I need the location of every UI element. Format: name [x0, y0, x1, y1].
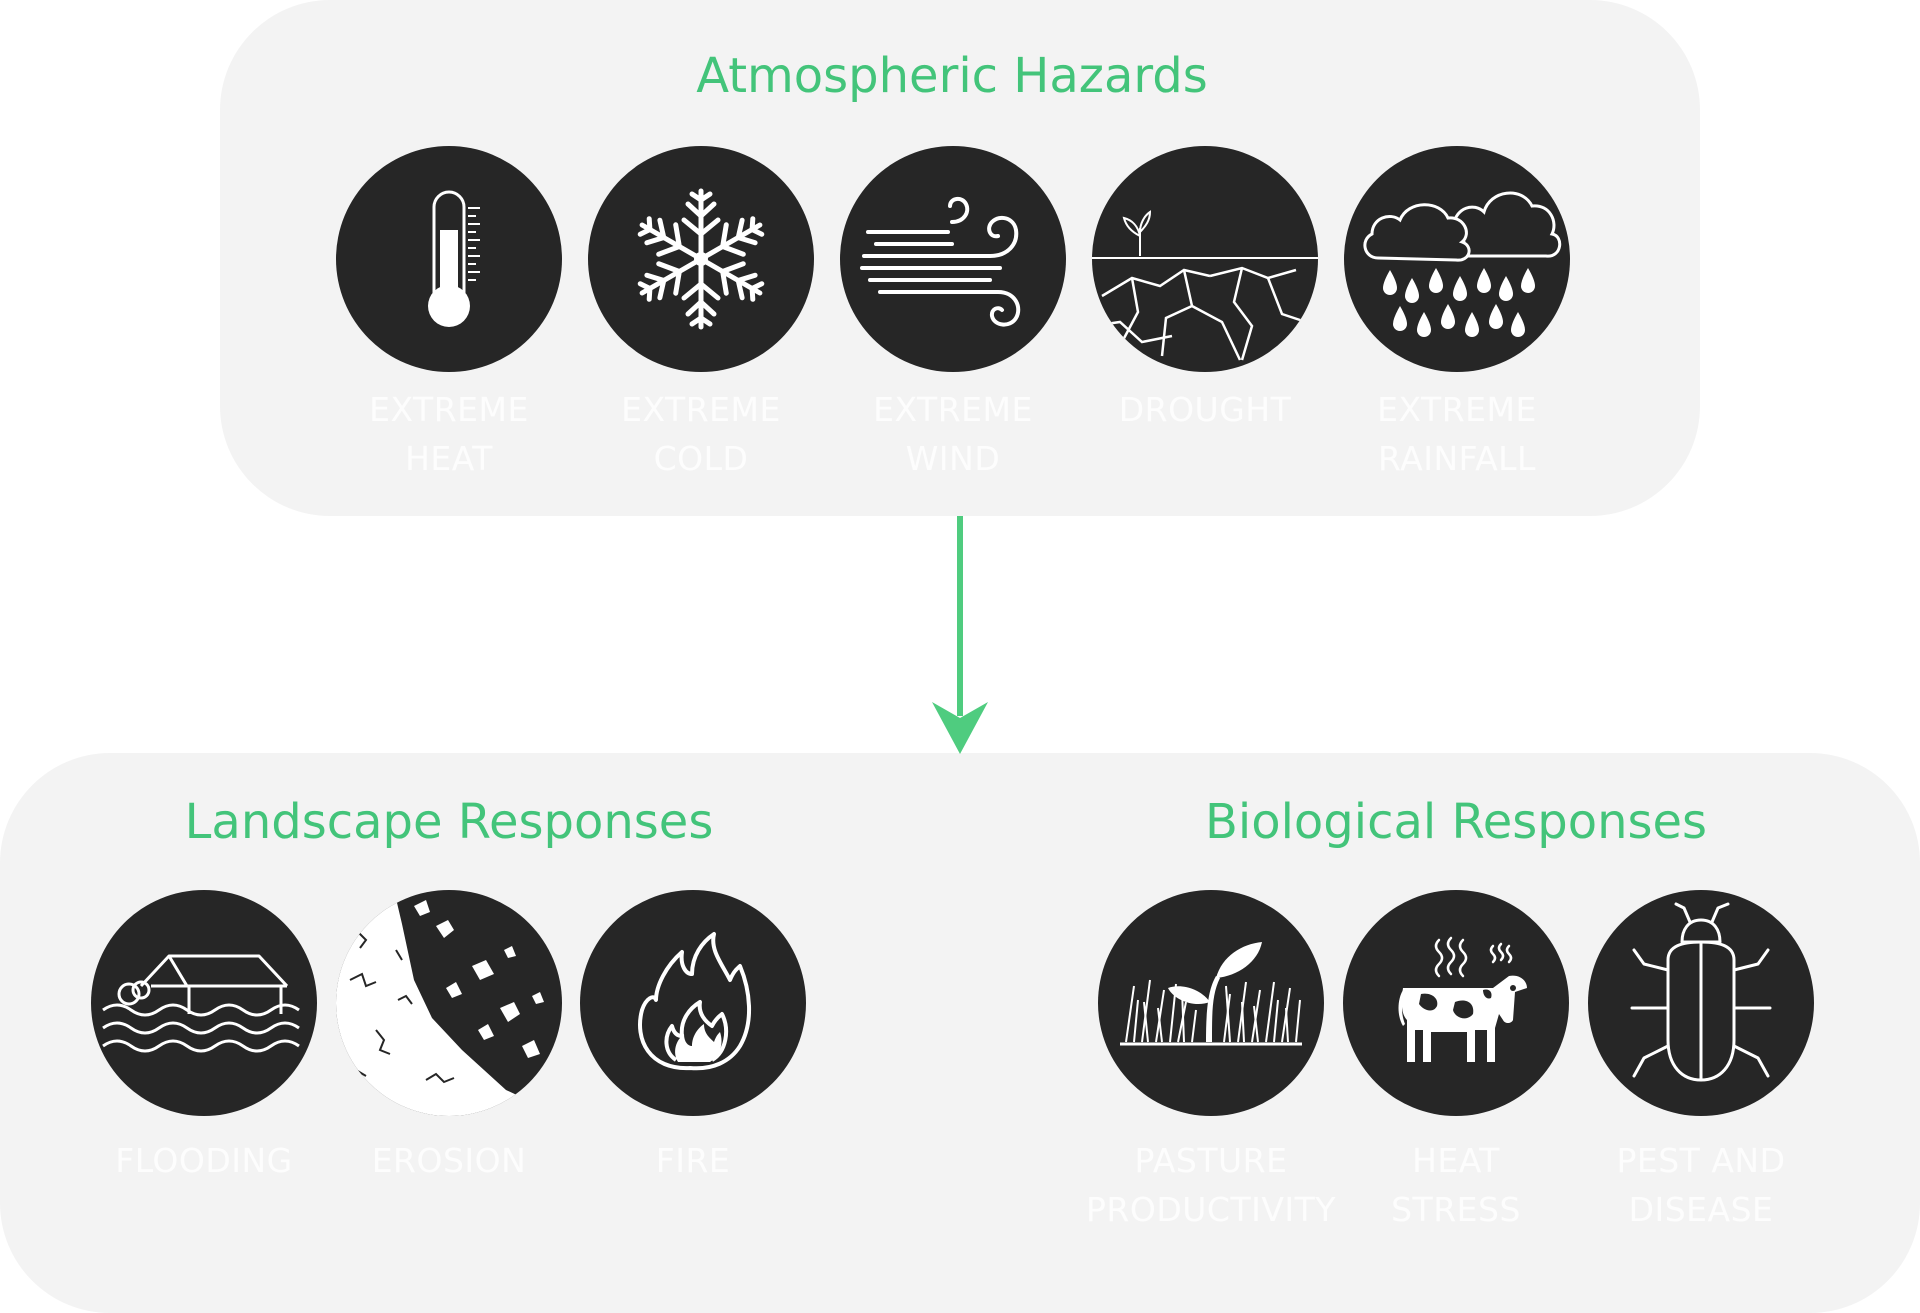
wind-icon — [840, 146, 1066, 372]
flow-arrow — [932, 516, 988, 754]
label-pasture-productivity: PASTURE PRODUCTIVITY — [1086, 1141, 1336, 1229]
label-pest-and-disease: PEST AND DISEASE — [1616, 1141, 1786, 1229]
label-extreme-heat: EXTREME HEAT — [369, 390, 529, 478]
snowflake-icon — [588, 146, 814, 372]
label-fire: FIRE — [655, 1141, 731, 1180]
rain-cloud-icon — [1344, 146, 1570, 372]
cow-heat-icon — [1343, 890, 1569, 1116]
cracked-ground-icon — [1092, 146, 1318, 372]
label-extreme-rainfall: EXTREME RAINFALL — [1377, 390, 1537, 478]
atmospheric-hazards-title: Atmospheric Hazards — [696, 48, 1208, 104]
sprout-grass-icon — [1098, 890, 1324, 1116]
flooded-house-icon — [91, 890, 317, 1116]
eroding-slope-icon — [336, 890, 562, 1116]
beetle-icon — [1588, 890, 1814, 1116]
landscape-responses-title: Landscape Responses — [184, 794, 714, 850]
label-drought: DROUGHT — [1118, 390, 1292, 429]
label-erosion: EROSION — [371, 1141, 527, 1180]
thermometer-icon — [336, 146, 562, 372]
label-heat-stress: HEAT STRESS — [1391, 1141, 1521, 1229]
label-flooding: FLOODING — [115, 1141, 293, 1180]
biological-responses-title: Biological Responses — [1204, 794, 1708, 850]
flame-icon — [580, 890, 806, 1116]
label-extreme-wind: EXTREME WIND — [873, 390, 1033, 478]
label-extreme-cold: EXTREME COLD — [621, 390, 781, 478]
